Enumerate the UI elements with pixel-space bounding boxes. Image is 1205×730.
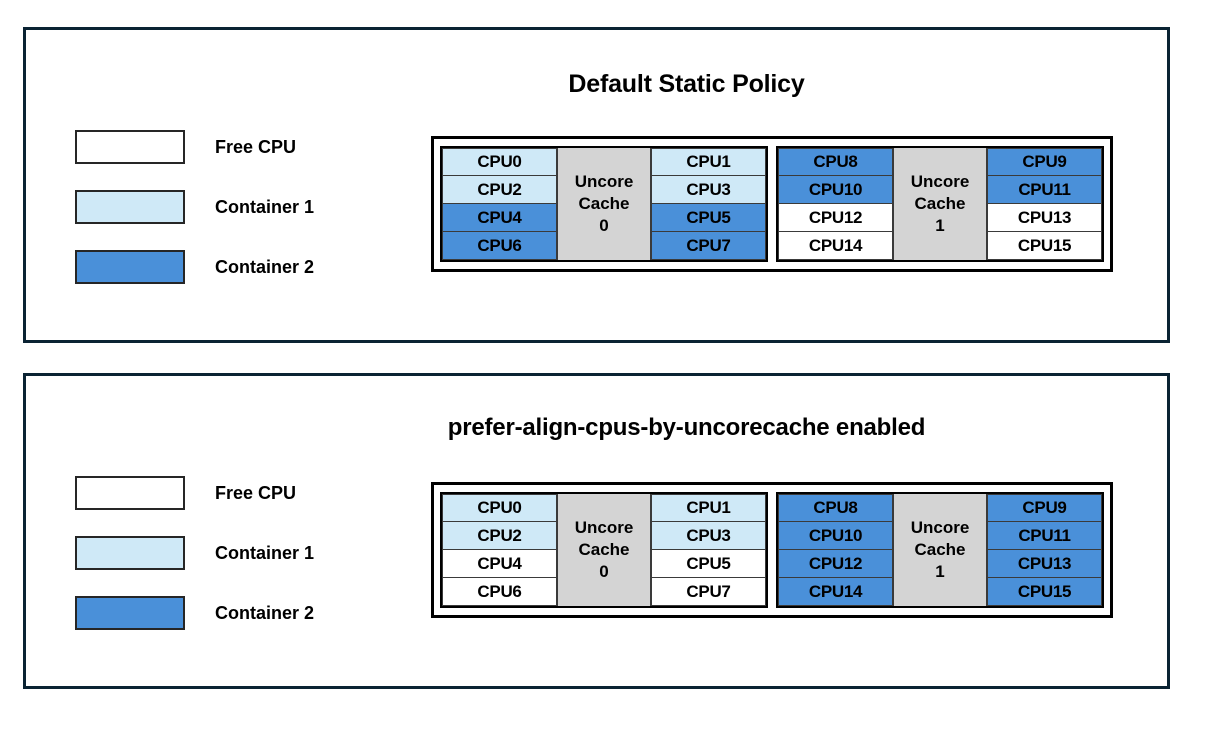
legend-swatch-container-2-icon: [75, 250, 185, 284]
cpu-cell: CPU2: [442, 176, 557, 204]
cpu-cell: CPU10: [778, 522, 893, 550]
cpu-cell: CPU11: [987, 522, 1102, 550]
cache-group-0: CPU0 CPU2 CPU4 CPU6 Uncore Cache 0 CPU1 …: [440, 492, 768, 608]
legend-top: Free CPU Container 1 Container 2: [75, 130, 314, 310]
cpu-cell: CPU9: [987, 494, 1102, 522]
uncore-cache-line-2: Cache: [914, 194, 966, 214]
cpu-cell: CPU15: [987, 232, 1102, 260]
cpu-column-left: CPU8 CPU10 CPU12 CPU14: [778, 148, 893, 260]
cpu-cell: CPU5: [651, 550, 766, 578]
cpu-cell: CPU1: [651, 494, 766, 522]
cpu-cell: CPU0: [442, 494, 557, 522]
cpu-cell: CPU15: [987, 578, 1102, 606]
cpu-cell: CPU1: [651, 148, 766, 176]
cpu-cell: CPU8: [778, 494, 893, 522]
legend-label-container-1: Container 1: [215, 542, 315, 563]
cpu-cell: CPU11: [987, 176, 1102, 204]
uncore-cache-line-2: Cache: [578, 194, 630, 214]
uncore-cache-index: 1: [935, 215, 945, 235]
cpu-cell: CPU3: [651, 176, 766, 204]
cache-group-0: CPU0 CPU2 CPU4 CPU6 Uncore Cache 0 CPU1 …: [440, 146, 768, 262]
legend-item-free-cpu: Free CPU: [75, 476, 314, 510]
cpu-cell: CPU4: [442, 204, 557, 232]
legend-swatch-free-cpu-icon: [75, 476, 185, 510]
cpu-topology-diagram: CPU0 CPU2 CPU4 CPU6 Uncore Cache 0 CPU1 …: [431, 136, 1113, 272]
cpu-cell: CPU7: [651, 232, 766, 260]
panel-default-static-policy: Default Static Policy Free CPU Container…: [23, 27, 1170, 343]
uncore-cache-label-0: Uncore Cache 0: [557, 148, 651, 260]
legend-item-container-2: Container 2: [75, 596, 314, 630]
cpu-column-right: CPU1 CPU3 CPU5 CPU7: [651, 148, 766, 260]
cpu-topology-diagram: CPU0 CPU2 CPU4 CPU6 Uncore Cache 0 CPU1 …: [431, 482, 1113, 618]
cpu-cell: CPU13: [987, 204, 1102, 232]
legend-item-container-1: Container 1: [75, 536, 314, 570]
uncore-cache-label-1: Uncore Cache 1: [893, 148, 987, 260]
legend-label-free-cpu: Free CPU: [215, 482, 297, 503]
legend-swatch-container-2-icon: [75, 596, 185, 630]
legend-label-container-2: Container 2: [215, 256, 315, 277]
page-title: Default Static Policy: [568, 70, 805, 98]
uncore-cache-index: 0: [599, 561, 609, 581]
cpu-cell: CPU12: [778, 550, 893, 578]
uncore-cache-label-1: Uncore Cache 1: [893, 494, 987, 606]
panel-prefer-align-cpus-by-uncorecache: prefer-align-cpus-by-uncorecache enabled…: [23, 373, 1170, 689]
uncore-cache-index: 1: [935, 561, 945, 581]
legend-label-container-1: Container 1: [215, 196, 315, 217]
legend-swatch-container-1-icon: [75, 536, 185, 570]
cpu-cell: CPU5: [651, 204, 766, 232]
cpu-cell: CPU7: [651, 578, 766, 606]
cpu-column-left: CPU0 CPU2 CPU4 CPU6: [442, 148, 557, 260]
legend-item-container-2: Container 2: [75, 250, 314, 284]
uncore-cache-label-0: Uncore Cache 0: [557, 494, 651, 606]
uncore-cache-line-1: Uncore: [910, 172, 970, 192]
cpu-cell: CPU2: [442, 522, 557, 550]
legend-label-free-cpu: Free CPU: [215, 136, 297, 157]
cpu-column-left: CPU8 CPU10 CPU12 CPU14: [778, 494, 893, 606]
legend-item-container-1: Container 1: [75, 190, 314, 224]
cpu-cell: CPU13: [987, 550, 1102, 578]
cpu-cell: CPU6: [442, 578, 557, 606]
cpu-column-left: CPU0 CPU2 CPU4 CPU6: [442, 494, 557, 606]
uncore-cache-index: 0: [599, 215, 609, 235]
cpu-cell: CPU14: [778, 578, 893, 606]
uncore-cache-line-1: Uncore: [910, 518, 970, 538]
cache-group-1: CPU8 CPU10 CPU12 CPU14 Uncore Cache 1 CP…: [776, 146, 1104, 262]
cpu-cell: CPU12: [778, 204, 893, 232]
legend-item-free-cpu: Free CPU: [75, 130, 314, 164]
legend-swatch-free-cpu-icon: [75, 130, 185, 164]
cpu-cell: CPU0: [442, 148, 557, 176]
cpu-cell: CPU6: [442, 232, 557, 260]
cpu-cell: CPU10: [778, 176, 893, 204]
cpu-column-right: CPU9 CPU11 CPU13 CPU15: [987, 494, 1102, 606]
uncore-cache-line-2: Cache: [914, 540, 966, 560]
cpu-cell: CPU14: [778, 232, 893, 260]
cpu-cell: CPU3: [651, 522, 766, 550]
uncore-cache-line-1: Uncore: [574, 518, 634, 538]
uncore-cache-line-2: Cache: [578, 540, 630, 560]
cpu-cell: CPU9: [987, 148, 1102, 176]
cache-group-1: CPU8 CPU10 CPU12 CPU14 Uncore Cache 1 CP…: [776, 492, 1104, 608]
page-title: prefer-align-cpus-by-uncorecache enabled: [447, 414, 926, 441]
cpu-cell: CPU4: [442, 550, 557, 578]
uncore-cache-line-1: Uncore: [574, 172, 634, 192]
cpu-column-right: CPU9 CPU11 CPU13 CPU15: [987, 148, 1102, 260]
cpu-cell: CPU8: [778, 148, 893, 176]
legend-bottom: Free CPU Container 1 Container 2: [75, 476, 314, 656]
legend-swatch-container-1-icon: [75, 190, 185, 224]
cpu-column-right: CPU1 CPU3 CPU5 CPU7: [651, 494, 766, 606]
legend-label-container-2: Container 2: [215, 602, 315, 623]
